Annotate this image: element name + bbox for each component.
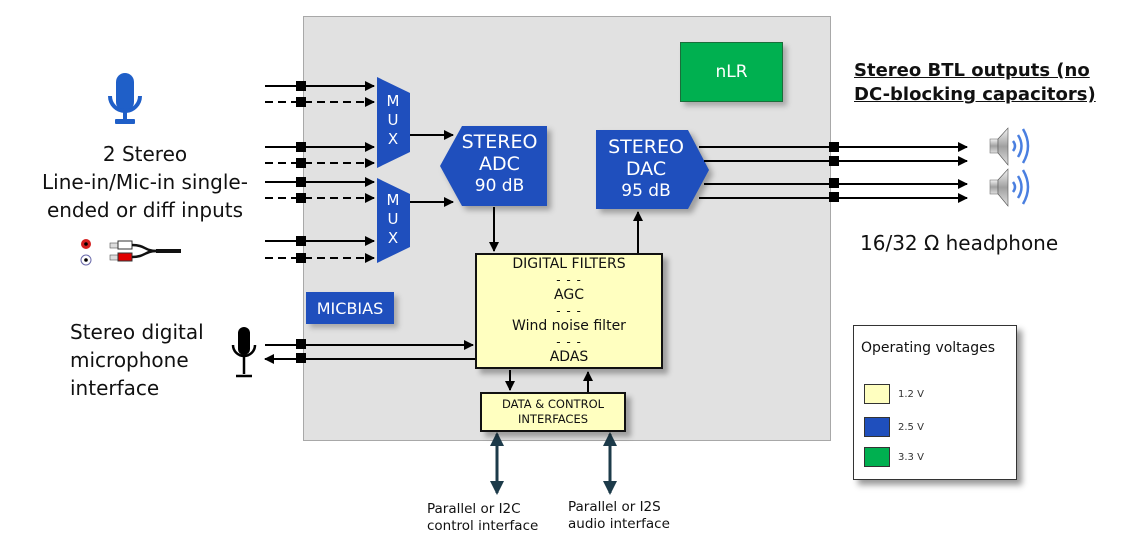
pin xyxy=(296,193,306,203)
mux-1: M U X xyxy=(379,92,407,149)
stereo-dac-block: STEREO DAC 95 dB xyxy=(596,136,696,202)
legend-item: 2.5 V xyxy=(864,417,924,437)
control-interface-label: Parallel or I2C control interface xyxy=(427,501,538,535)
label-line: Parallel or I2S xyxy=(568,499,661,515)
legend-label: 3.3 V xyxy=(898,451,924,463)
mux-letter: U xyxy=(387,111,399,129)
adc-title: STEREO xyxy=(461,131,538,153)
adc-shape xyxy=(440,126,547,206)
pin xyxy=(296,81,306,91)
label-line: control interface xyxy=(427,518,539,534)
filter-agc: AGC xyxy=(554,287,584,303)
label-line: Stereo BTL outputs (no xyxy=(854,60,1090,81)
dci-line-1: DATA & CONTROL xyxy=(501,397,605,411)
audio-interface-label: Parallel or I2S audio interface xyxy=(568,499,670,533)
digital-microphone-icon xyxy=(231,327,257,378)
filter-adas: ADAS xyxy=(549,349,589,365)
label-line: 2 Stereo xyxy=(102,142,188,166)
digital-filters-block: DIGITAL FILTERS - - - AGC - - - Wind noi… xyxy=(475,253,663,369)
legend-swatch xyxy=(864,384,890,404)
rca-cable-icon xyxy=(80,239,181,266)
filter-wind-noise: Wind noise filter xyxy=(512,318,626,334)
mux-2-shape xyxy=(377,178,410,263)
micbias-block: MICBIAS xyxy=(306,292,394,324)
outputs-title: Stereo BTL outputs (no DC-blocking capac… xyxy=(854,59,1096,107)
separator: - - - xyxy=(556,334,582,349)
legend-item: 3.3 V xyxy=(864,447,924,467)
headphone-label: 16/32 Ω headphone xyxy=(860,231,1059,255)
filters-title: DIGITAL FILTERS xyxy=(512,256,626,272)
label-line: audio interface xyxy=(568,516,670,532)
stereo-adc-block: STEREO ADC 90 dB xyxy=(452,131,547,197)
separator: - - - xyxy=(556,272,582,287)
mux-letter: M xyxy=(386,191,400,209)
nlr-block: nLR xyxy=(680,42,783,102)
legend-swatch xyxy=(864,417,890,437)
speaker-icon xyxy=(989,127,1030,166)
mux-1-shape xyxy=(377,77,410,168)
dac-type: DAC xyxy=(625,158,667,180)
speaker-icon xyxy=(989,168,1030,207)
mux-2: M U X xyxy=(379,191,407,248)
label-line: interface xyxy=(70,376,160,400)
pin xyxy=(296,177,306,187)
data-control-interfaces-block: DATA & CONTROL INTERFACES xyxy=(480,392,626,432)
adc-type: ADC xyxy=(479,153,520,175)
label-line: DC-blocking capacitors) xyxy=(854,84,1096,105)
legend-swatch xyxy=(864,447,890,467)
label-line: Line-in/Mic-in single- xyxy=(42,170,248,194)
dac-shape xyxy=(596,130,709,209)
mux-input-lines xyxy=(265,81,375,263)
pin xyxy=(296,158,306,168)
digital-mic-label: Stereo digital microphone interface xyxy=(70,318,204,402)
label-line: ended or diff inputs xyxy=(46,198,244,222)
mux-letter: U xyxy=(387,210,399,228)
pin xyxy=(296,236,306,246)
legend-item: 1.2 V xyxy=(864,384,924,404)
dac-title: STEREO xyxy=(608,136,684,158)
dci-line-2: INTERFACES xyxy=(517,412,589,426)
microphone-icon xyxy=(108,73,142,124)
mux-letter: M xyxy=(386,92,400,110)
label-line: Parallel or I2C xyxy=(427,501,521,517)
legend-label: 1.2 V xyxy=(898,388,924,400)
label-line: microphone xyxy=(70,348,189,372)
separator: - - - xyxy=(556,303,582,318)
legend-title: Operating voltages xyxy=(861,340,996,356)
pin xyxy=(296,142,306,152)
dac-snr: 95 dB xyxy=(621,181,671,201)
pin xyxy=(296,253,306,263)
legend-label: 2.5 V xyxy=(898,421,924,433)
analog-inputs-label: 2 Stereo Line-in/Mic-in single- ended or… xyxy=(40,140,250,224)
pin xyxy=(296,97,306,107)
voltage-legend: Operating voltages 1.2 V 2.5 V 3.3 V xyxy=(853,325,1017,480)
mux-letter: X xyxy=(387,130,399,148)
adc-snr: 90 dB xyxy=(474,176,525,196)
mux-letter: X xyxy=(387,229,399,247)
label-line: Stereo digital xyxy=(70,320,204,344)
